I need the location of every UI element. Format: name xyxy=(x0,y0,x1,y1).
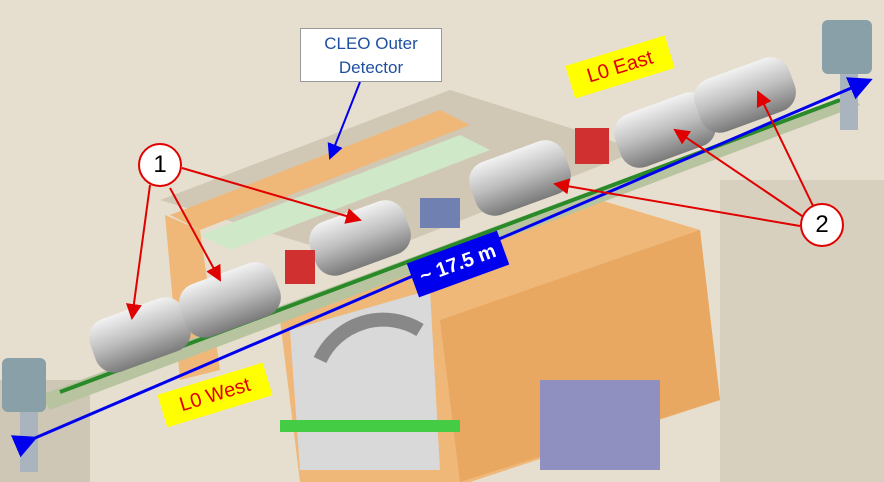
magnet xyxy=(420,198,460,228)
east-end-module xyxy=(822,20,872,74)
east-stand xyxy=(840,74,858,130)
cleo-pointer xyxy=(327,81,361,160)
callout-2-arrows xyxy=(553,90,816,227)
west-end-module xyxy=(2,358,46,412)
west-stand xyxy=(20,412,38,472)
support-blocks xyxy=(540,380,660,470)
callout-1: 1 xyxy=(138,143,182,187)
callout-1-arrows xyxy=(125,167,362,320)
cleo-outer-detector-label: CLEO Outer Detector xyxy=(300,28,442,82)
cleo-label-line1: CLEO Outer xyxy=(324,34,418,53)
green-support xyxy=(280,420,460,432)
red-box xyxy=(285,250,315,284)
callout-2: 2 xyxy=(800,203,844,247)
red-box xyxy=(575,128,609,164)
cleo-label-line2: Detector xyxy=(338,58,404,77)
